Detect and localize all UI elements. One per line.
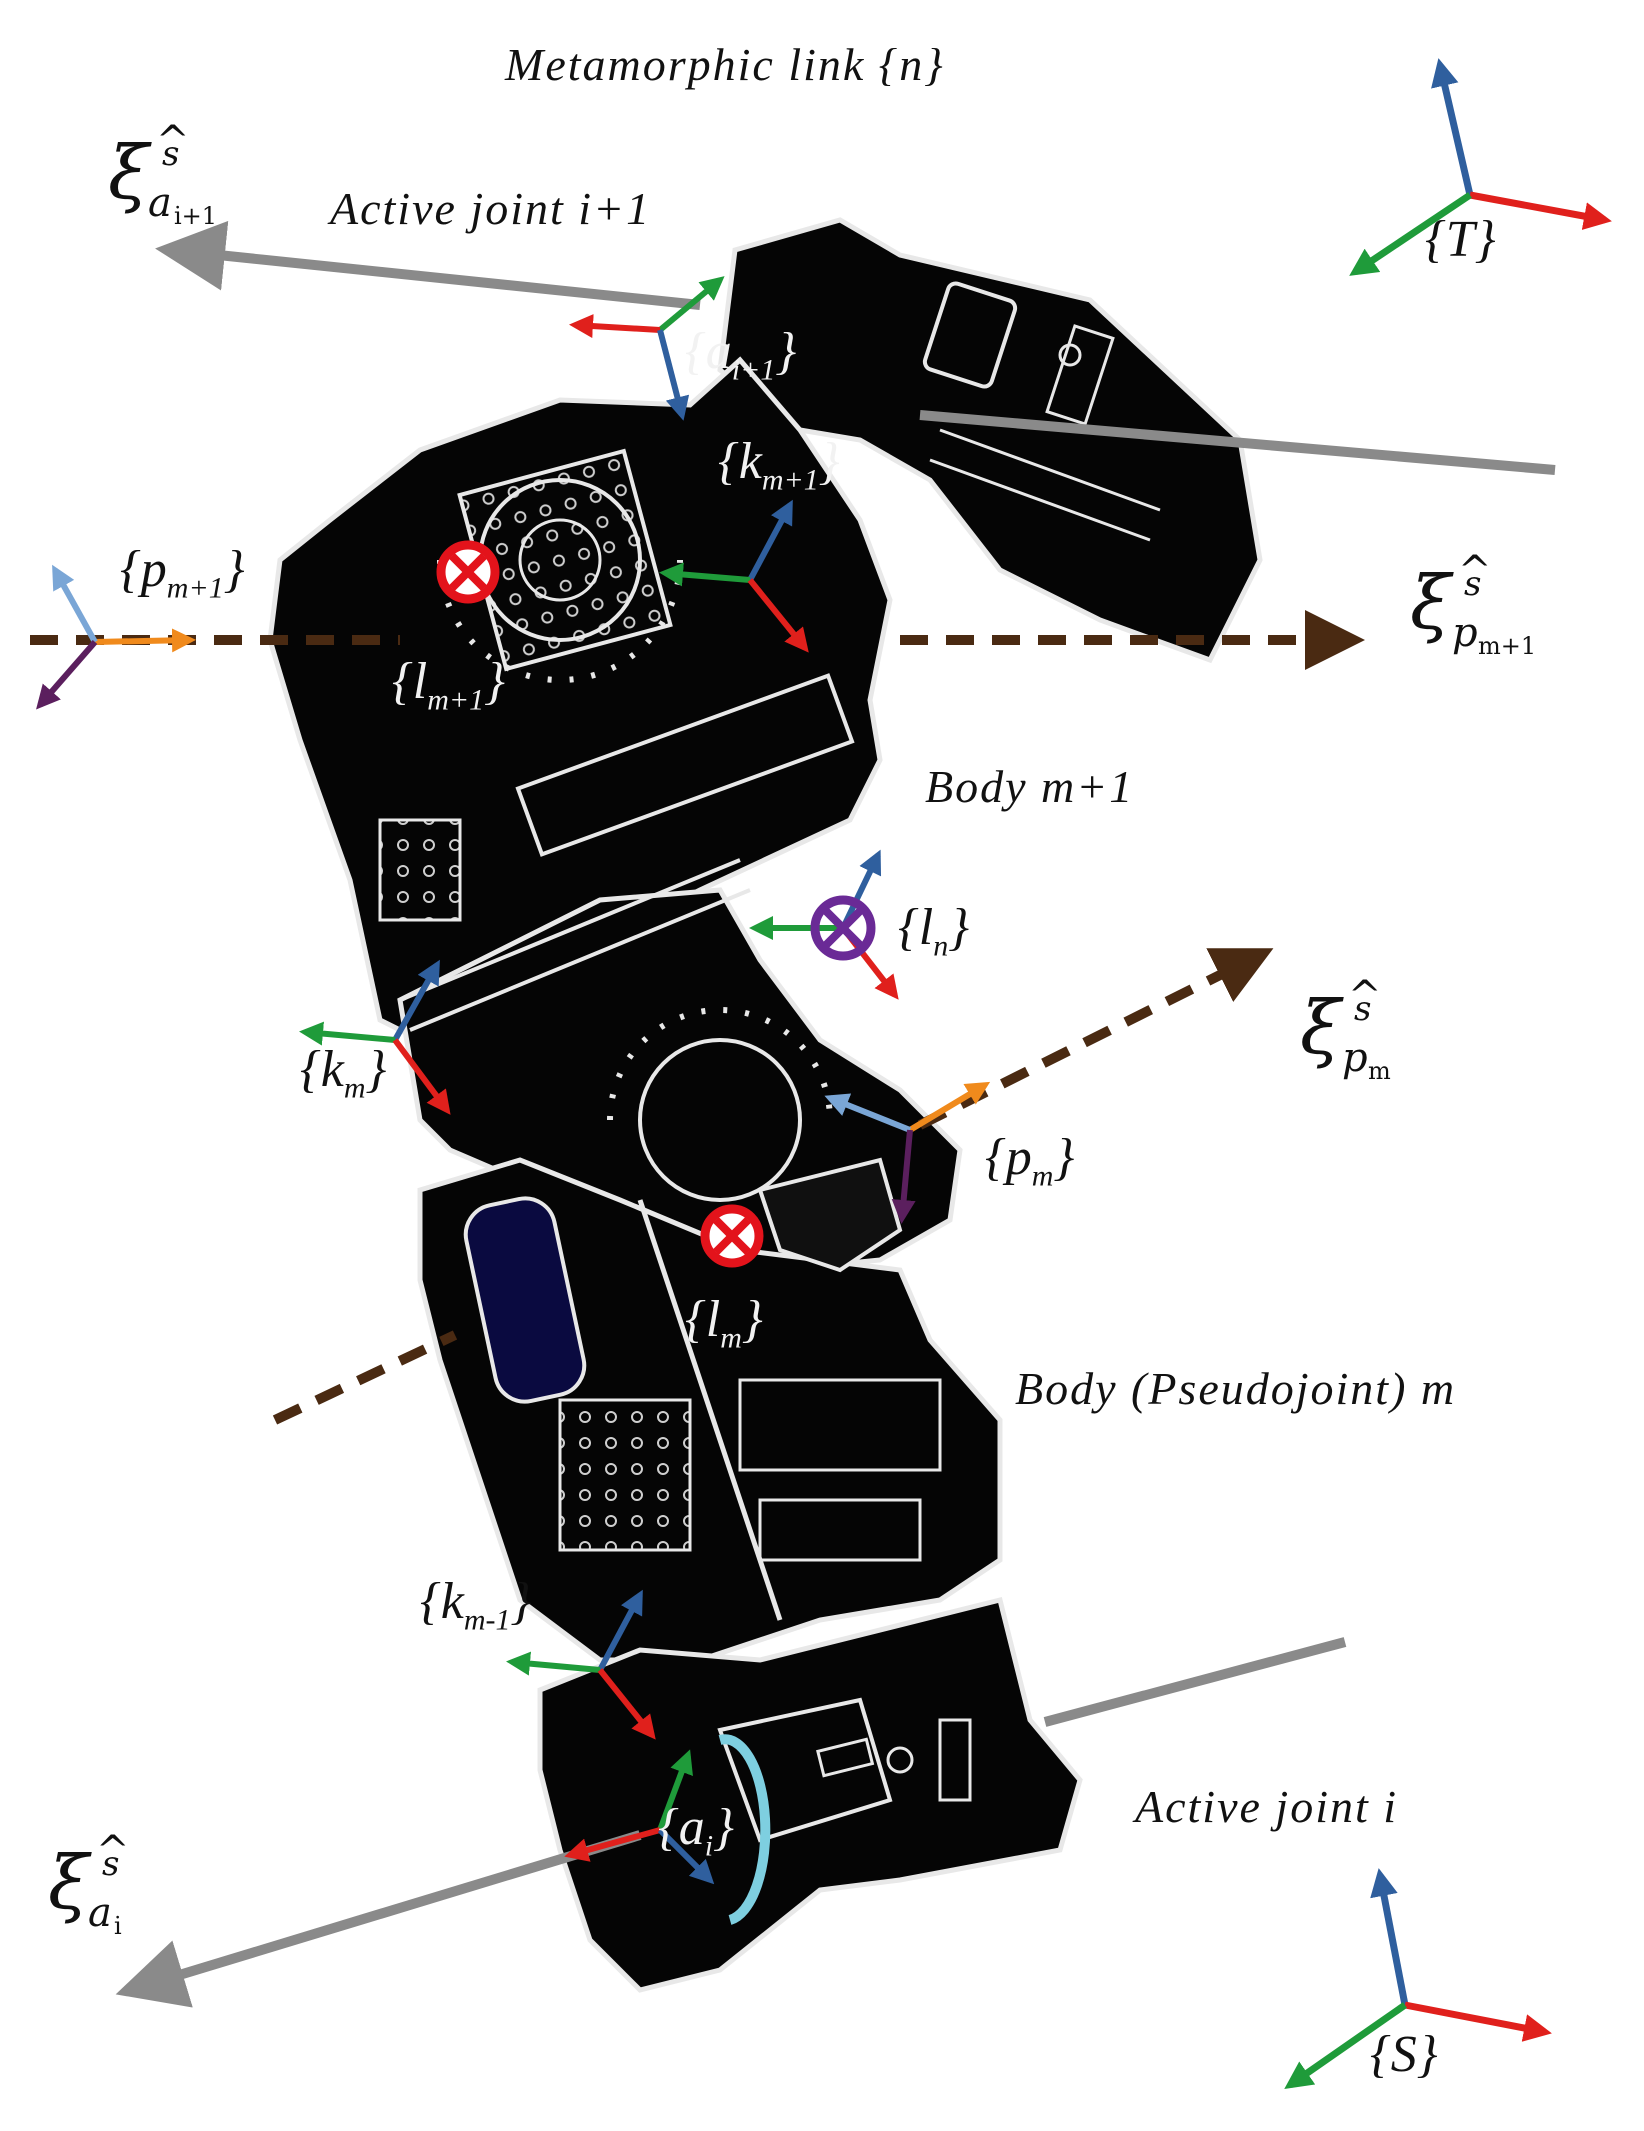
- frame-label-p-upper: {pm+1}: [120, 541, 245, 605]
- axis-active-joint-upper: [919, 410, 1556, 475]
- frame-p-m-axes: [824, 1081, 991, 1224]
- axis-pseudo-m-left: [272, 1330, 458, 1425]
- label-active-joint-upper: Active joint i+1: [330, 183, 652, 234]
- com-marker-upper: [436, 540, 500, 604]
- frame-a-lower-axes: [564, 1749, 715, 1885]
- title-metamorphic-link: Metamorphic link {n}: [505, 39, 945, 90]
- frame-k-lower-axes: [506, 1589, 656, 1740]
- twist-label-a-upper: ξ ^ s a i+1: [108, 118, 218, 230]
- axis-active-joint-upper-arrow: [155, 220, 701, 310]
- frame-label-k-m: {km}: [300, 1041, 387, 1105]
- frame-label-k-upper: {km+1}: [718, 433, 840, 497]
- axis-active-joint-lower: [1043, 1637, 1347, 1727]
- frame-label-p-m: {pm}: [985, 1129, 1075, 1193]
- frame-label-a-lower: {ai}: [658, 1799, 734, 1863]
- frame-p-upper-axes: [36, 564, 196, 710]
- frame-a-upper-axes: [569, 276, 725, 421]
- frame-label-l-upper: {lm+1}: [392, 653, 505, 717]
- axis-active-joint-lower-arrow: [115, 1830, 642, 2008]
- frame-space-axes: [1284, 1868, 1552, 2089]
- twist-label-p-m: ξ ^ s p m: [1300, 973, 1391, 1085]
- frame-label-l-m: {lm}: [685, 1291, 763, 1355]
- twist-label-p-upper: ξ ^ s p m+1: [1410, 548, 1537, 660]
- label-body-upper: Body m+1: [925, 761, 1135, 812]
- robot-silhouette: [267, 217, 1263, 1993]
- frame-label-a-upper: {ai+1}: [685, 323, 797, 387]
- label-active-joint-lower: Active joint i: [1135, 1781, 1399, 1832]
- axis-pseudo-m-right: [917, 948, 1274, 1130]
- frame-k-m-axes: [299, 959, 451, 1115]
- frame-k-upper-axes: [659, 499, 809, 653]
- frame-tool-axes: [1349, 58, 1612, 276]
- com-marker-m: [700, 1204, 764, 1268]
- frame-label-l-n: {ln}: [898, 899, 970, 963]
- com-marker-n: [810, 895, 876, 961]
- frame-label-k-lower: {km-1}: [420, 1573, 532, 1637]
- label-body-pseudojoint: Body (Pseudojoint) m: [1015, 1363, 1457, 1414]
- twist-label-a-lower: ξ ^ s a i: [48, 1828, 130, 1940]
- bottom-servo: [537, 1596, 1083, 1993]
- joint-axes: [115, 220, 1556, 2008]
- frame-label-space: {S}: [1370, 2026, 1438, 2083]
- frame-label-tool: {T}: [1425, 211, 1496, 268]
